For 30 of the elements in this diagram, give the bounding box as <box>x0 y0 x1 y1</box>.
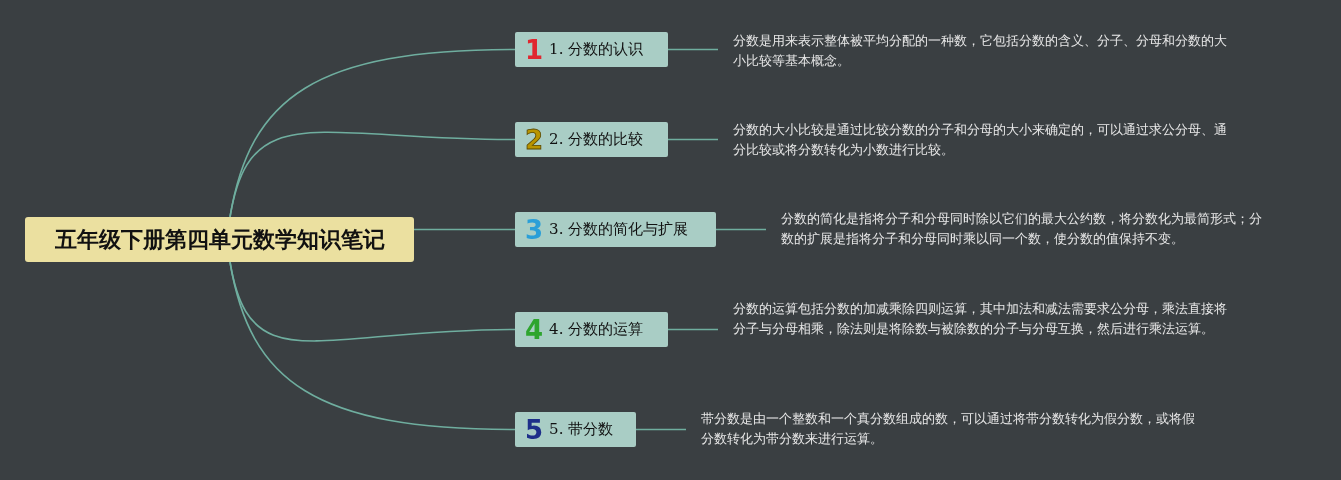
connector-line <box>667 138 719 141</box>
topic-number: 3 <box>525 216 544 243</box>
topic-title: 2. 分数的比较 <box>549 130 644 149</box>
topic-title: 1. 分数的认识 <box>549 40 644 59</box>
topic-title: 4. 分数的运算 <box>549 320 644 339</box>
topic-box <box>515 212 716 247</box>
connector-line <box>667 328 719 331</box>
description-text: 带分数是由一个整数和一个真分数组成的数，可以通过将带分数转化为假分数，或将假分数转化为带分数来进行运算。 <box>701 410 1196 448</box>
topic-title: 5. 带分数 <box>549 420 614 439</box>
topic-number: 5 <box>525 416 544 443</box>
topic-number: 4 <box>525 316 544 343</box>
description-text: 分数的大小比较是通过比较分数的分子和分母的大小来确定的，可以通过求公分母、通分比较或将分数转化为小数进行比较。 <box>733 121 1228 159</box>
description-text: 分数是用来表示整体被平均分配的一种数，它包括分数的含义、分子、分母和分数的大小比较等基本概念。 <box>733 32 1228 70</box>
connector-line <box>229 261 516 431</box>
root-title: 五年级下册第四单元数学知识笔记 <box>54 225 385 254</box>
connector-line <box>715 228 767 231</box>
connector-line <box>635 428 687 431</box>
topic-box <box>515 122 668 157</box>
topic-title: 3. 分数的简化与扩展 <box>549 220 689 239</box>
topic-number: 1 <box>525 36 544 63</box>
topic-box <box>515 312 668 347</box>
connector-line <box>667 48 719 51</box>
topic-box <box>515 412 636 447</box>
description-text: 分数的运算包括分数的加减乘除四则运算，其中加法和减法需要求公分母，乘法直接将分子与分母相乘，除法则是将除数与被除数的分子与分母互换，然后进行乘法运算。 <box>733 300 1228 338</box>
root-box <box>25 217 414 262</box>
connector-line <box>413 228 516 231</box>
description-text: 分数的简化是指将分子和分母同时除以它们的最大公约数，将分数化为最简形式；分数的扩展是指将分子和分母同时乘以同一个数，使分数的值保持不变。 <box>781 210 1263 248</box>
topic-box <box>515 32 668 67</box>
connector-line <box>229 131 516 218</box>
topic-number: 2 <box>525 126 544 153</box>
